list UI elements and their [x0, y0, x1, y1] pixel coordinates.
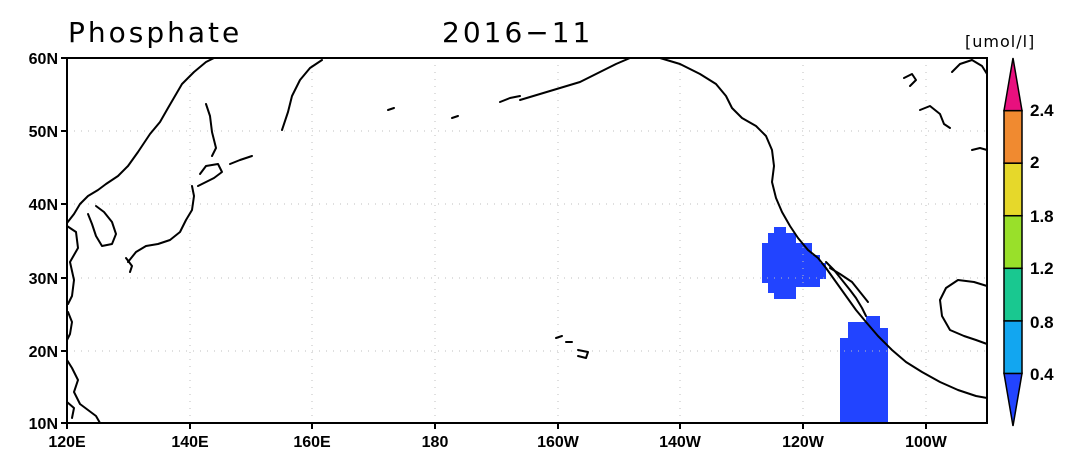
- colorbar-label-1-2: 1.2: [1030, 259, 1054, 278]
- mexico-gulf: [939, 279, 988, 301]
- date-title: 2016−11: [442, 16, 593, 49]
- low-phosphate-region-south: [840, 316, 888, 423]
- lon-label-100w: 100W: [905, 434, 948, 451]
- colorbar: [1003, 57, 1023, 427]
- colorbar-segment: [1003, 267, 1023, 322]
- lat-label-10n: 10N: [29, 416, 58, 433]
- colorbar-segment: [1003, 109, 1023, 164]
- lat-label-50n: 50N: [29, 124, 58, 141]
- colorbar-segment: [1003, 57, 1023, 112]
- colorbar-label-1-8: 1.8: [1030, 207, 1054, 226]
- north-america-west: [659, 57, 988, 399]
- indochina-coast: [66, 359, 101, 424]
- lon-label-120w: 120W: [782, 434, 825, 451]
- aleutian-east: [499, 95, 521, 103]
- colorbar-label-0-4: 0.4: [1030, 365, 1054, 384]
- grid-lines: [67, 58, 987, 423]
- lat-label-20n: 20N: [29, 344, 58, 361]
- japan-kyushu: [125, 257, 133, 273]
- colorbar-label-2-4: 2.4: [1030, 101, 1054, 120]
- japan-hokkaido: [197, 163, 223, 187]
- hawaii-islands: [555, 335, 589, 359]
- sakhalin: [205, 103, 217, 157]
- asia-coastline: [66, 57, 215, 224]
- colorbar-segment: [1003, 214, 1023, 270]
- china-coast: [66, 225, 79, 305]
- colorbar-labels: 0.4 0.8 1.2 1.8 2 2.4: [1030, 101, 1054, 384]
- colorbar-label-2: 2: [1030, 153, 1039, 172]
- lat-label-30n: 30N: [29, 271, 58, 288]
- lon-label-120e: 120E: [48, 434, 86, 451]
- hudson-bay-edge: [951, 59, 988, 75]
- colorbar-segment: [1003, 372, 1023, 427]
- plot-frame: [66, 57, 988, 424]
- colorbar-segment: [1003, 320, 1023, 375]
- lat-label-60n: 60N: [29, 51, 58, 68]
- gulf-california: [829, 267, 869, 303]
- coastlines: [66, 57, 988, 424]
- lon-label-160e: 160E: [293, 434, 331, 451]
- lon-ticks: [66, 423, 927, 429]
- japan-honshu: [127, 185, 195, 263]
- alaska-coastline: [519, 57, 631, 101]
- lat-label-40n: 40N: [29, 197, 58, 214]
- low-phosphate-region-north: [762, 227, 826, 299]
- lon-label-140e: 140E: [171, 434, 209, 451]
- kuril-islands: [229, 155, 253, 165]
- lon-label-160w: 160W: [537, 434, 580, 451]
- variable-title: Phosphate: [68, 16, 242, 49]
- colorbar-label-0-8: 0.8: [1030, 313, 1054, 332]
- korea-coastline: [87, 205, 117, 247]
- aleutian-west: [387, 107, 395, 111]
- data-fill: [762, 227, 888, 423]
- colorbar-segment: [1003, 162, 1023, 217]
- unit-label: [umol/l]: [965, 32, 1035, 51]
- kamchatka: [281, 59, 323, 131]
- lon-label-140w: 140W: [659, 434, 702, 451]
- lon-label-180: 180: [422, 434, 449, 451]
